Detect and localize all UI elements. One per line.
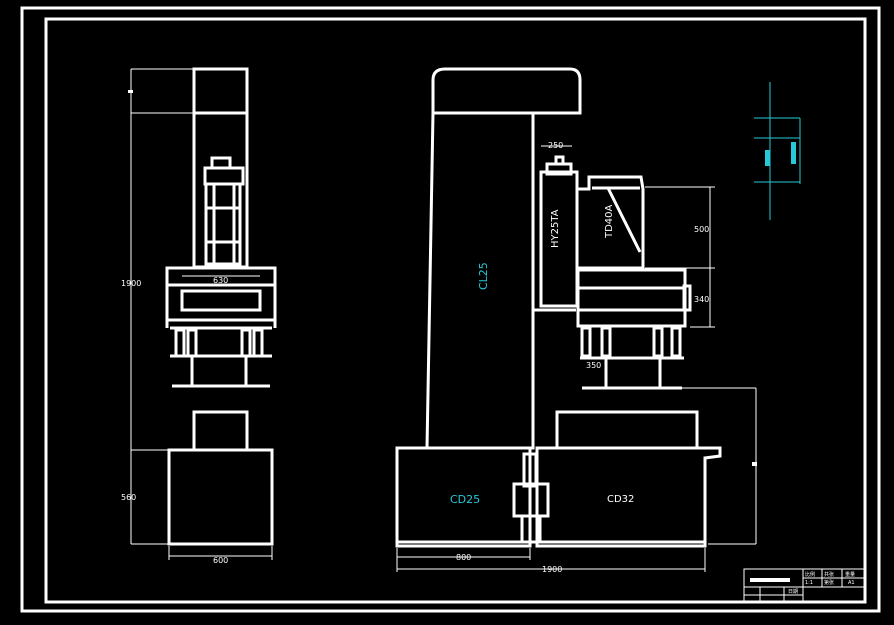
dim-front-340: 340 (694, 295, 709, 304)
label-column: CL25 (477, 262, 490, 290)
label-slide-right: TD40A (604, 204, 615, 239)
label-base-left: CD25 (450, 493, 480, 506)
side-view: 1900 560 630 600 (121, 67, 277, 565)
tb-r3-1: 日期 (788, 589, 798, 595)
tb-r1-0: 比例 (805, 571, 815, 578)
dim-front-500: 500 (694, 225, 709, 234)
title-block: 比例 共张 重量 1:1 第张 A1 日期 (743, 568, 866, 603)
dim-side-width-top: 630 (213, 276, 228, 285)
tb-r1-1: 共张 (824, 571, 834, 578)
tb-r2-2: A1 (848, 580, 855, 586)
tb-r2-1: 第张 (824, 579, 834, 586)
label-base-right: CD32 (607, 494, 634, 505)
dim-front-total: 1900 (542, 565, 562, 574)
dim-front-250: 250 (548, 141, 563, 150)
label-slide-left: HY25TA (550, 209, 561, 248)
dim-front-800: 800 (456, 553, 471, 562)
tb-r2-0: 1:1 (805, 580, 813, 586)
outer-frame (20, 6, 881, 613)
front-view: CL25 HY25TA 250 TD40A 500 340 (395, 67, 757, 574)
inner-frame (44, 17, 867, 604)
dim-side-base-width: 600 (213, 556, 228, 565)
dim-side-height: 1900 (121, 279, 141, 288)
detail-symbol (754, 82, 801, 220)
dim-side-base-height: 560 (121, 493, 136, 502)
dim-front-350: 350 (586, 361, 601, 370)
tb-r1-2: 重量 (845, 571, 855, 578)
